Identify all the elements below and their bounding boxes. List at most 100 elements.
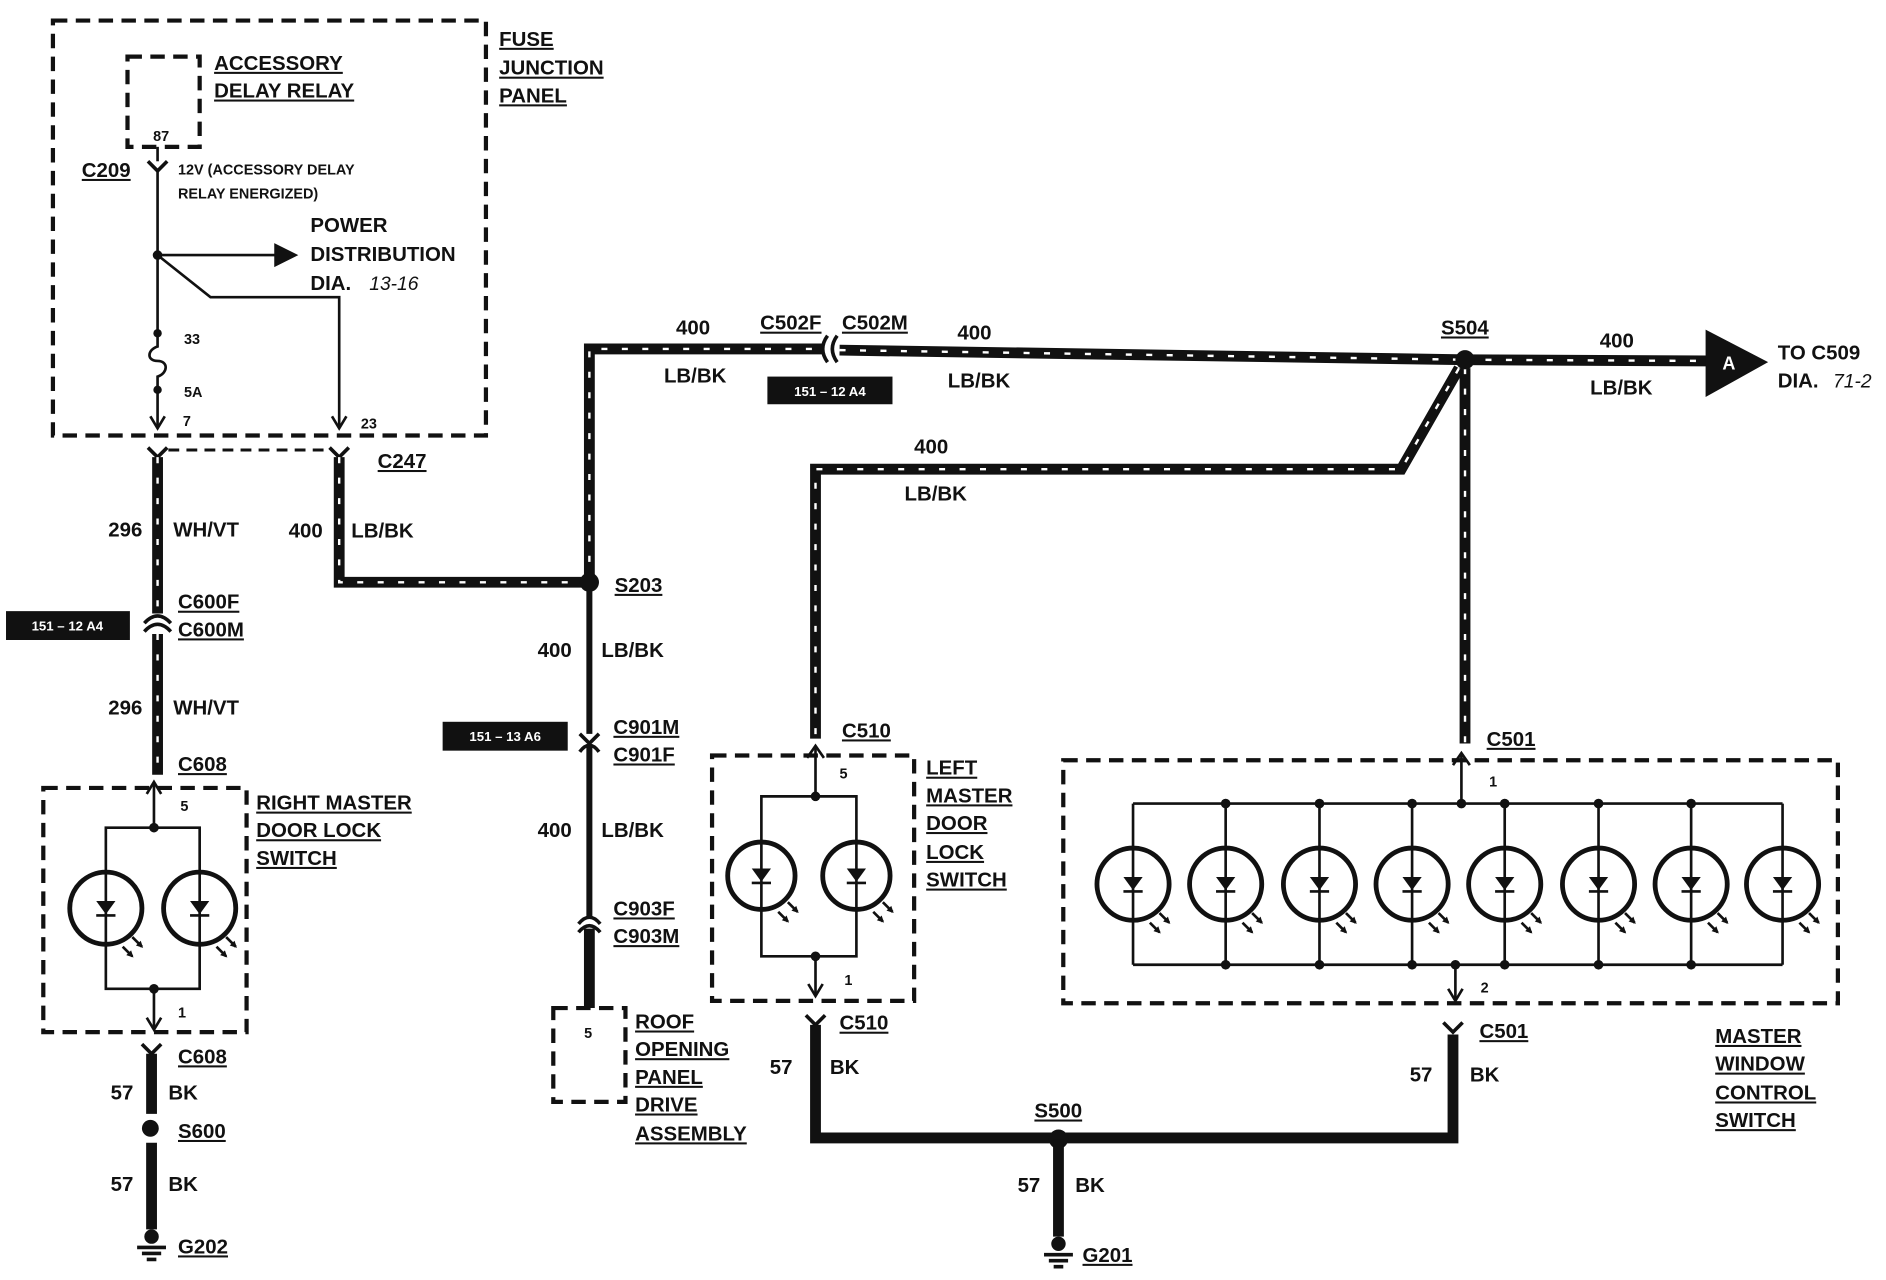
reference-tag-text: 151 – 12 A4 (794, 384, 866, 399)
wire-stripe (839, 348, 1466, 361)
right-master-door-lock-switch-label: SWITCH (256, 847, 337, 870)
junction-dot (1456, 798, 1467, 809)
off-page-arrow-icon (1705, 329, 1769, 398)
switch-pin-label: 1 (1489, 775, 1497, 791)
roof-assembly-label: ROOF (635, 1011, 694, 1034)
ground-icon (137, 1229, 166, 1262)
c903-connector (577, 915, 602, 926)
diode-triangle (1123, 876, 1143, 891)
c502m-label: C502M (842, 312, 908, 335)
circuit-number: 400 (676, 316, 710, 339)
ground-icon (1044, 1236, 1073, 1269)
s203-label: S203 (615, 574, 663, 597)
circuit-color: LB/BK (351, 520, 414, 543)
light-emission-arrowhead (1163, 916, 1171, 924)
junction-dot (1407, 798, 1417, 809)
left-master-door-lock-switch-label: MASTER (926, 784, 1013, 807)
light-emission-arrowhead (1534, 916, 1542, 924)
led-icon (1187, 803, 1265, 965)
led-icon (1373, 803, 1451, 965)
c600-connector (143, 614, 173, 625)
c901-connector (578, 743, 601, 753)
circuit-color: LB/BK (601, 819, 664, 842)
junction-dot (1686, 959, 1696, 970)
light-emission-arrowhead (1246, 926, 1254, 934)
power-distribution-label: POWER (310, 214, 387, 237)
ground-bars (137, 1245, 166, 1262)
circuit-number: 400 (538, 819, 572, 842)
arrow-down-icon (145, 1017, 163, 1033)
switch-pin-label: 2 (1481, 980, 1489, 996)
master-window-control-switch-box (1061, 758, 1840, 1006)
arrow-right-icon (274, 243, 299, 268)
circuit-color: BK (168, 1081, 198, 1104)
relay-pin-label: 87 (153, 129, 169, 145)
right-master-door-lock-switch-box (41, 785, 249, 1035)
led-icon (1094, 803, 1172, 965)
reference-tag-text: 151 – 13 A6 (469, 729, 541, 744)
roof-assembly-label: OPENING (635, 1038, 729, 1061)
wire-400-lbbk (810, 365, 1464, 739)
c209-note: RELAY ENERGIZED) (178, 187, 318, 203)
c608-label: C608 (178, 753, 227, 776)
diode-triangle (1495, 876, 1515, 891)
switch-pin-label: 1 (844, 973, 852, 989)
junction-dot (1407, 959, 1417, 970)
right-master-door-lock-switch-label: DOOR LOCK (256, 819, 381, 842)
diode-triangle (190, 901, 210, 915)
c608-label: C608 (178, 1045, 227, 1068)
switch-pin-label: 1 (178, 1006, 186, 1022)
window-switch-leds (1094, 803, 1822, 965)
c510-connector (804, 1013, 827, 1028)
c600f-label: C600F (178, 591, 239, 614)
left-master-door-lock-switch-box (709, 753, 917, 1003)
master-window-control-switch-label: SWITCH (1715, 1109, 1796, 1132)
led-icon (67, 869, 145, 958)
led-icon (1466, 803, 1544, 965)
g201-label: G201 (1083, 1244, 1133, 1267)
light-emission-arrowhead (1711, 926, 1719, 934)
junction-dot (1499, 798, 1510, 809)
diode-triangle (846, 868, 867, 882)
off-page-label: TO C509 (1778, 342, 1861, 365)
panel-branch-wire (156, 254, 341, 426)
diode-triangle (96, 901, 116, 915)
right-switch-leds (67, 869, 239, 958)
circuit-color: BK (830, 1056, 860, 1079)
c510-label: C510 (842, 719, 891, 742)
light-emission-arrowhead (1432, 926, 1440, 934)
wire-stripe (337, 457, 585, 584)
circuit-color: LB/BK (1590, 377, 1653, 400)
light-emission-arrowhead (1618, 926, 1627, 934)
diode-triangle (1402, 876, 1422, 891)
power-distribution-dia-label: DIA. (310, 272, 351, 295)
light-emission-arrowhead (876, 915, 885, 923)
c247-connector (146, 446, 169, 460)
diode-triangle (1772, 876, 1793, 891)
diode-triangle (751, 868, 771, 882)
c903f-label: C903F (613, 897, 674, 920)
light-emission-arrowhead (1442, 916, 1450, 924)
ground-node (1051, 1236, 1066, 1252)
fuse-icon (148, 333, 167, 390)
junction-dot (1220, 798, 1231, 809)
diode-triangle (1681, 876, 1701, 891)
circuit-color: WH/VT (173, 697, 239, 720)
junction-dot (149, 822, 159, 833)
c600-connector (143, 622, 173, 633)
left-master-door-lock-switch-label: LOCK (926, 841, 984, 864)
circuit-color: LB/BK (601, 639, 664, 662)
c600m-label: C600M (178, 618, 244, 641)
circuit-number: 57 (111, 1173, 134, 1196)
power-distribution-dia-ref: 13-16 (369, 274, 418, 295)
arrow-up-icon (145, 779, 163, 795)
c502f-label: C502F (760, 312, 821, 335)
fuse-junction-panel-box (50, 18, 489, 438)
splice-dot (1455, 350, 1475, 370)
circuit-number: 400 (538, 639, 572, 662)
circuit-number: 57 (111, 1081, 134, 1104)
fuse-rating-label: 5A (184, 385, 203, 401)
master-window-control-switch-label: WINDOW (1715, 1053, 1805, 1076)
accessory-delay-relay-box (125, 54, 202, 149)
window-rail-dots (1220, 798, 1696, 970)
